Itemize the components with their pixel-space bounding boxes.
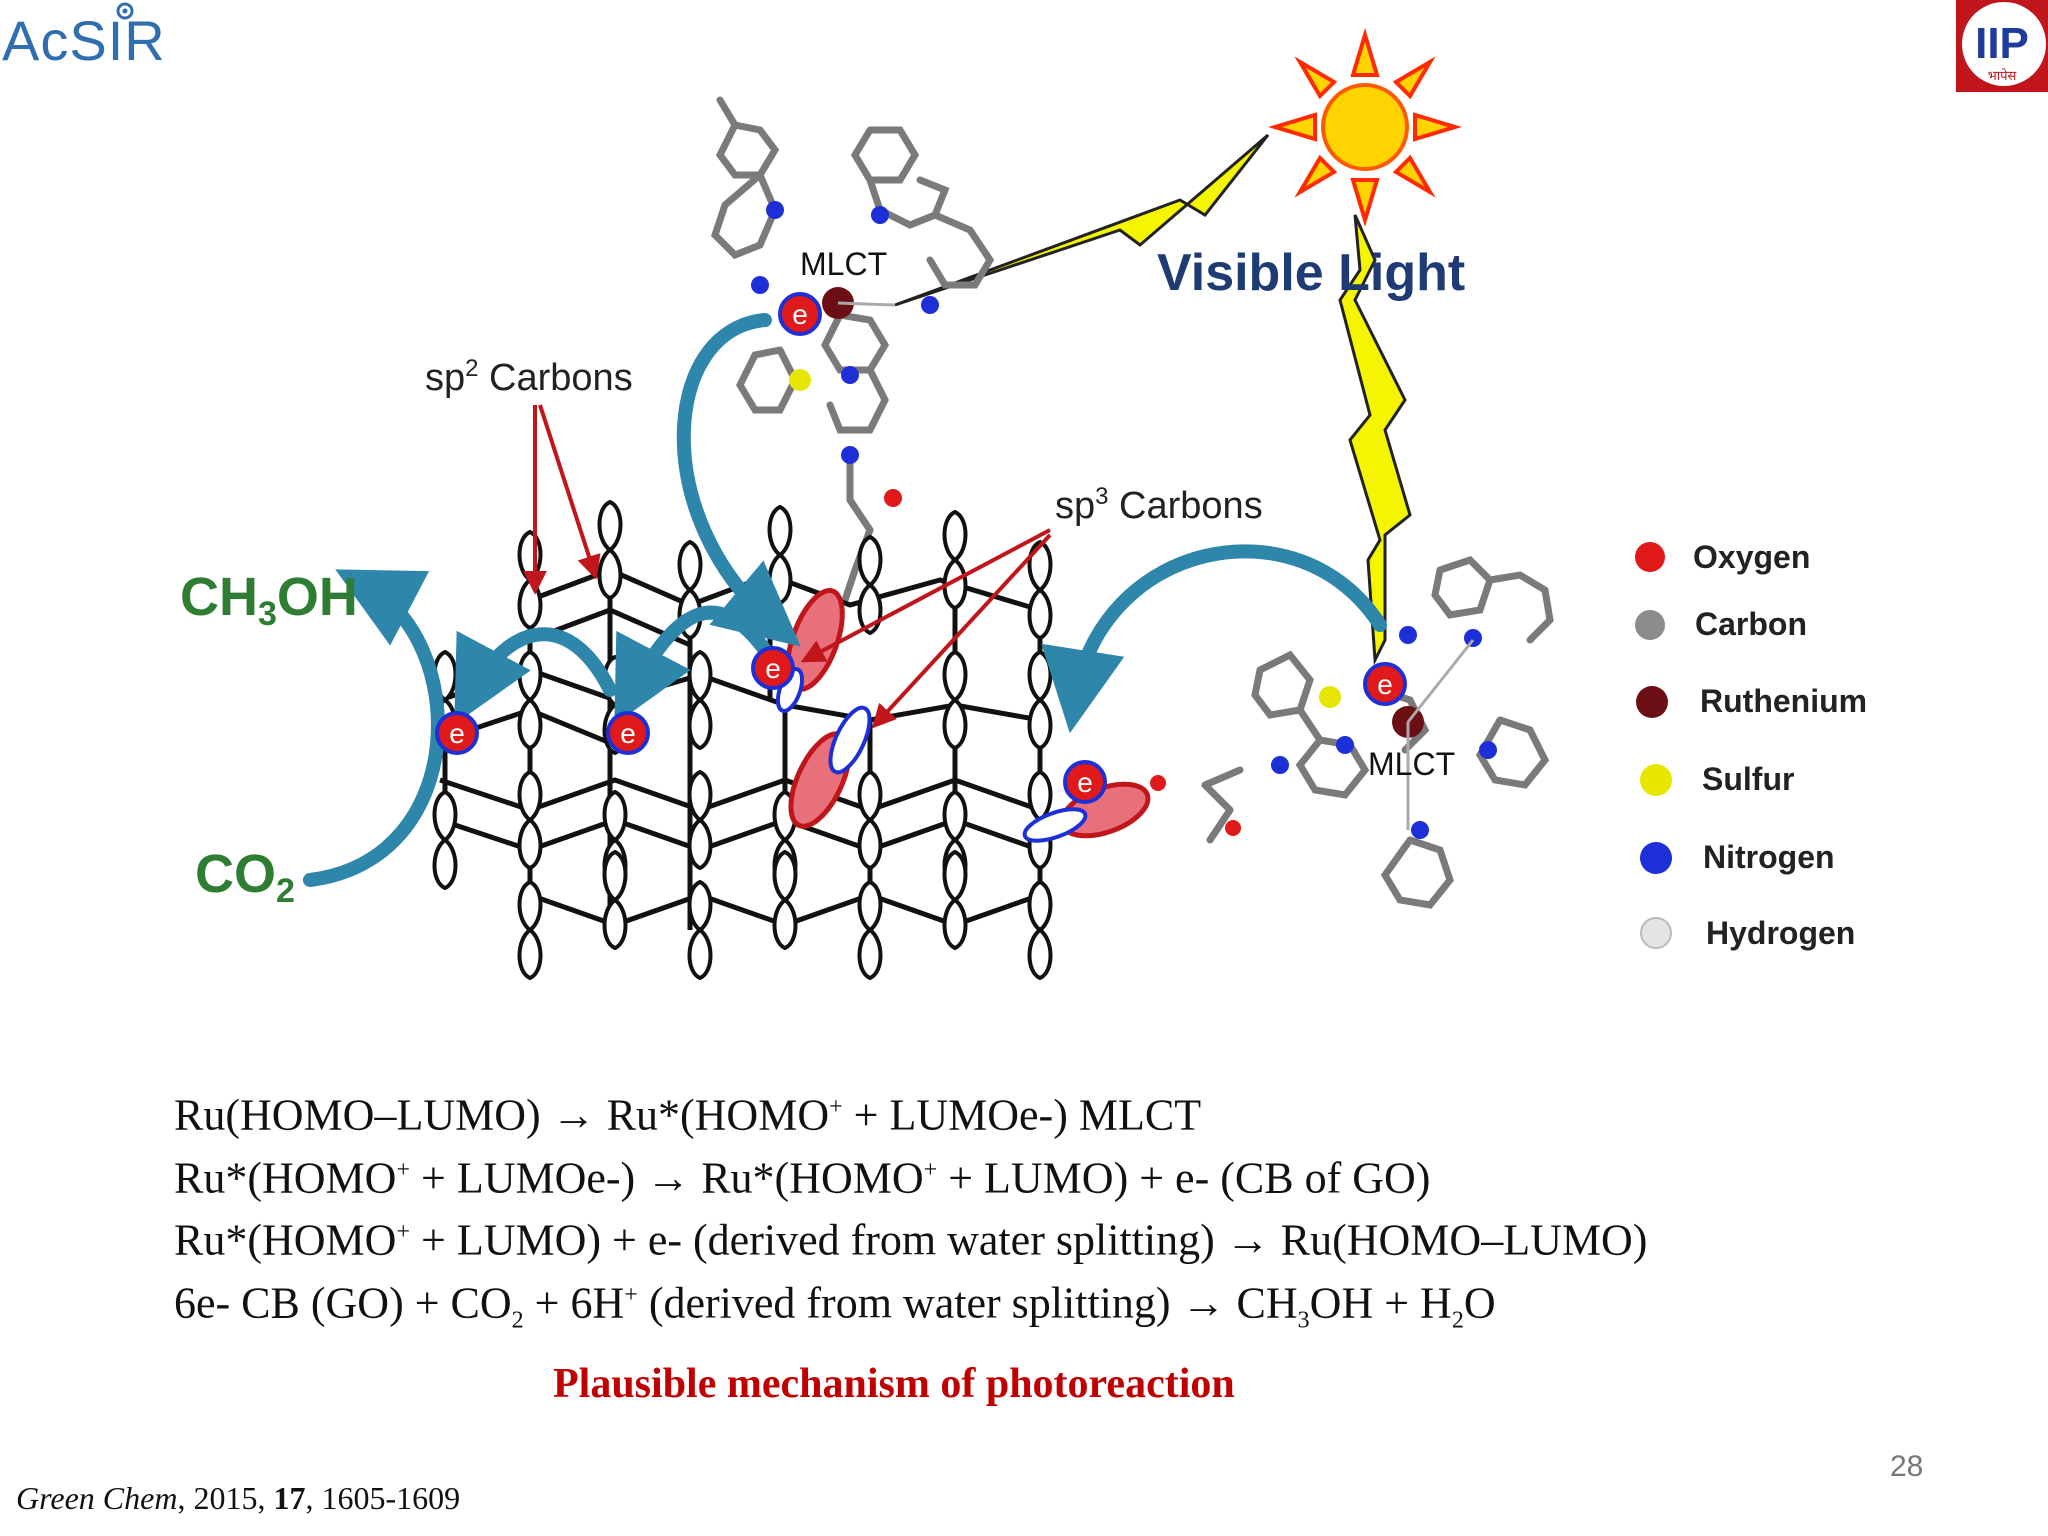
legend-item-oxygen: Oxygen (1635, 539, 1810, 575)
lightning-bolt-right (1338, 214, 1412, 666)
electron-lattice-2: e (435, 711, 479, 755)
figure-caption: Plausible mechanism of photoreaction (553, 1361, 1235, 1407)
legend-item-carbon: Carbon (1635, 606, 1807, 642)
equation-line-3: Ru*(HOMO+ + LUMO) + e- (derived from wat… (174, 1215, 1648, 1265)
mlct-right-label: MLCT (1368, 746, 1455, 782)
legend-item-nitrogen: Nitrogen (1640, 839, 1835, 875)
gear-icon (116, 2, 134, 20)
sp3-annotation-arrows (800, 528, 1052, 729)
visible-light-label: Visible Light (1157, 244, 1465, 302)
legend-item-hydrogen: Hydrogen (1640, 915, 1855, 951)
equation-line-2: Ru*(HOMO+ + LUMOe-) → Ru*(HOMO+ + LUMO) … (174, 1153, 1431, 1203)
iip-logo-text: IIP (1975, 19, 2029, 68)
arrow-co2-to-methanol (303, 569, 445, 887)
sp3-carbons-label: sp3 Carbons (1055, 483, 1263, 527)
iip-logo-emblem: IIP भापेस (1956, 0, 2048, 92)
citation-volume: 17 (273, 1480, 306, 1516)
svg-text:Carbon: Carbon (1695, 606, 1807, 642)
arrow-right-complex-to-lattice (1041, 544, 1387, 734)
sp3-orbitals (775, 588, 1151, 843)
citation: Green Chem, 2015, 17, 1605-1609 (16, 1480, 461, 1516)
ru-complex-right-atoms (1150, 626, 1497, 839)
photoreaction-diagram: Visible Light MLCT (180, 28, 1867, 980)
svg-text:Sulfur: Sulfur (1702, 761, 1794, 797)
arrow-lattice-hop-2 (454, 627, 617, 725)
iip-logo-subtext: भापेस (1988, 68, 2017, 83)
svg-text:e: e (792, 299, 808, 330)
electron-sp3-top: e (751, 646, 795, 690)
acsir-logo: AcSIR (0, 0, 190, 80)
svg-text:e: e (1377, 669, 1393, 700)
sp2-annotation-arrows (523, 404, 601, 595)
reaction-equations: Ru(HOMO–LUMO) → Ru*(HOMO+ + LUMOe-) MLCT… (174, 1080, 1647, 1348)
electron-transfer-arrows (303, 313, 1387, 887)
atom-legend: Oxygen Carbon Ruthenium Sulfur Nitrogen … (1635, 539, 1867, 951)
ru-complex-top-atoms (751, 201, 939, 507)
electrons: e e e e e e (435, 292, 1407, 804)
electron-sp3-right: e (1063, 760, 1107, 804)
methanol-label: CH3OH (180, 567, 358, 633)
svg-text:e: e (620, 718, 636, 749)
svg-text:Hydrogen: Hydrogen (1706, 915, 1855, 951)
svg-text:Oxygen: Oxygen (1693, 539, 1810, 575)
svg-text:e: e (765, 653, 781, 684)
svg-text:Ruthenium: Ruthenium (1700, 683, 1867, 719)
electron-right-complex: e (1363, 662, 1407, 706)
svg-text:Nitrogen: Nitrogen (1703, 839, 1835, 875)
arrow-top-complex-to-lattice (676, 313, 801, 647)
equation-line-1: Ru(HOMO–LUMO) → Ru*(HOMO+ + LUMOe-) MLCT (174, 1090, 1202, 1140)
acsir-logo-text: AcSIR (2, 9, 166, 72)
svg-text:e: e (1077, 767, 1093, 798)
electron-lattice-1: e (606, 711, 650, 755)
iip-logo: IIP भापेस (1956, 0, 2048, 92)
equation-line-4: 6e- CB (GO) + CO2 + 6H+ (derived from wa… (174, 1278, 1496, 1334)
legend-item-ruthenium: Ruthenium (1636, 683, 1867, 719)
page-number: 28 (1890, 1450, 1924, 1483)
svg-text:e: e (449, 718, 465, 749)
co2-label: CO2 (195, 844, 295, 910)
p-orbitals (432, 500, 1053, 980)
electron-top-complex: e (778, 292, 822, 336)
legend-item-sulfur: Sulfur (1640, 761, 1794, 797)
sp2-carbons-label: sp2 Carbons (425, 355, 633, 399)
arrow-lattice-hop-1 (614, 605, 772, 725)
mlct-top-label: MLCT (800, 246, 887, 282)
citation-journal: Green Chem (16, 1480, 178, 1516)
sun-icon (1268, 28, 1462, 227)
